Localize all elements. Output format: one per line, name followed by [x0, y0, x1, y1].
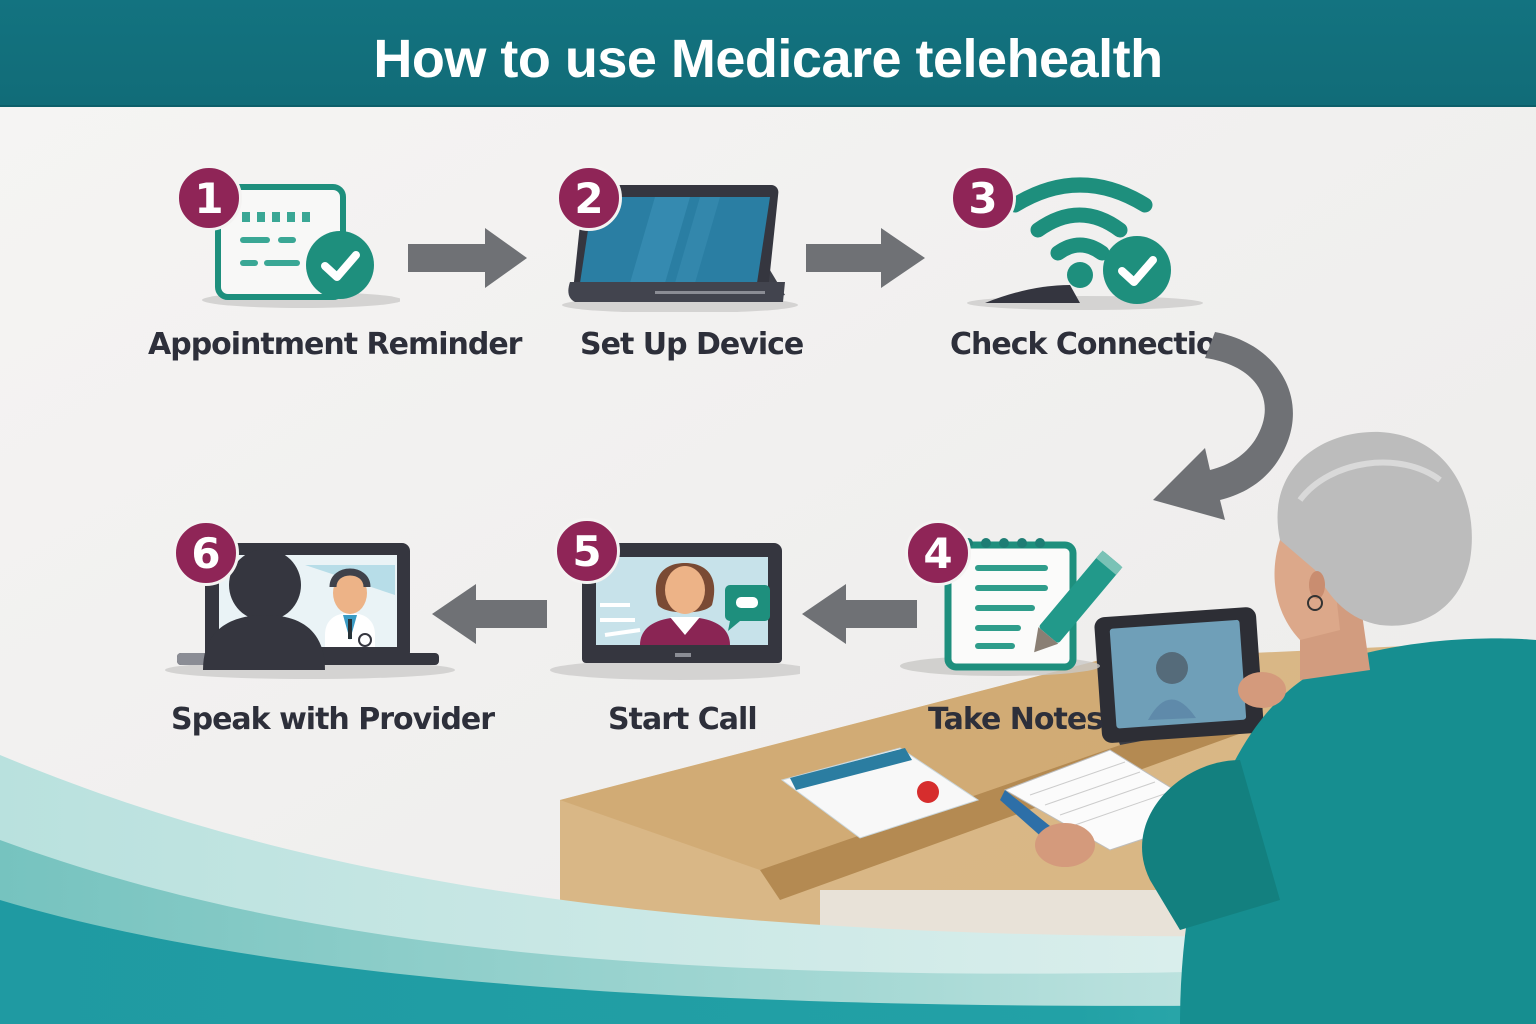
step-number-badge: 3 — [950, 165, 1016, 231]
step-number-badge: 1 — [176, 165, 242, 231]
page-title: How to use Medicare telehealth — [373, 29, 1163, 89]
step-label: Check Connection — [950, 327, 1237, 362]
step-label: Take Notes — [928, 702, 1104, 737]
tablet-icon — [562, 185, 798, 312]
arrow-right-icon — [806, 228, 925, 288]
step-3-check-connection: 3 Check Connection — [945, 165, 1237, 375]
step-5-start-call: 5 Start Call — [540, 515, 800, 745]
step-number-badge: 4 — [905, 520, 971, 586]
laptop-provider-icon — [165, 543, 455, 679]
calendar-check-icon — [202, 184, 400, 308]
step-number-badge: 5 — [554, 518, 620, 584]
medical-card-icon — [780, 747, 980, 839]
notepad-pencil-icon — [900, 538, 1123, 676]
tablet-on-desk-icon — [1094, 607, 1264, 745]
step-number-badge: 2 — [556, 165, 622, 231]
step-label: Start Call — [608, 702, 758, 737]
step-label: Set Up Device — [580, 327, 804, 362]
step-2-set-up-device: 2 Set Up Device — [550, 165, 810, 375]
step-1-appointment-reminder: 1 Appointment Reminder — [140, 165, 522, 375]
laptop-video-call-icon — [550, 543, 800, 680]
header-banner: How to use Medicare telehealth — [0, 0, 1536, 107]
arrow-left-icon — [432, 584, 547, 644]
step-4-take-notes: 4 Take Notes — [900, 515, 1130, 745]
wifi-check-icon — [967, 177, 1203, 310]
step-number-badge: 6 — [173, 520, 239, 586]
arrow-right-icon — [408, 228, 527, 288]
step-label: Appointment Reminder — [148, 327, 522, 362]
arrow-left-icon — [802, 584, 917, 644]
step-label: Speak with Provider — [171, 702, 495, 737]
step-6-speak-with-provider: 6 Speak with Provider — [165, 515, 495, 745]
curved-arrow-down-icon — [1153, 332, 1293, 520]
